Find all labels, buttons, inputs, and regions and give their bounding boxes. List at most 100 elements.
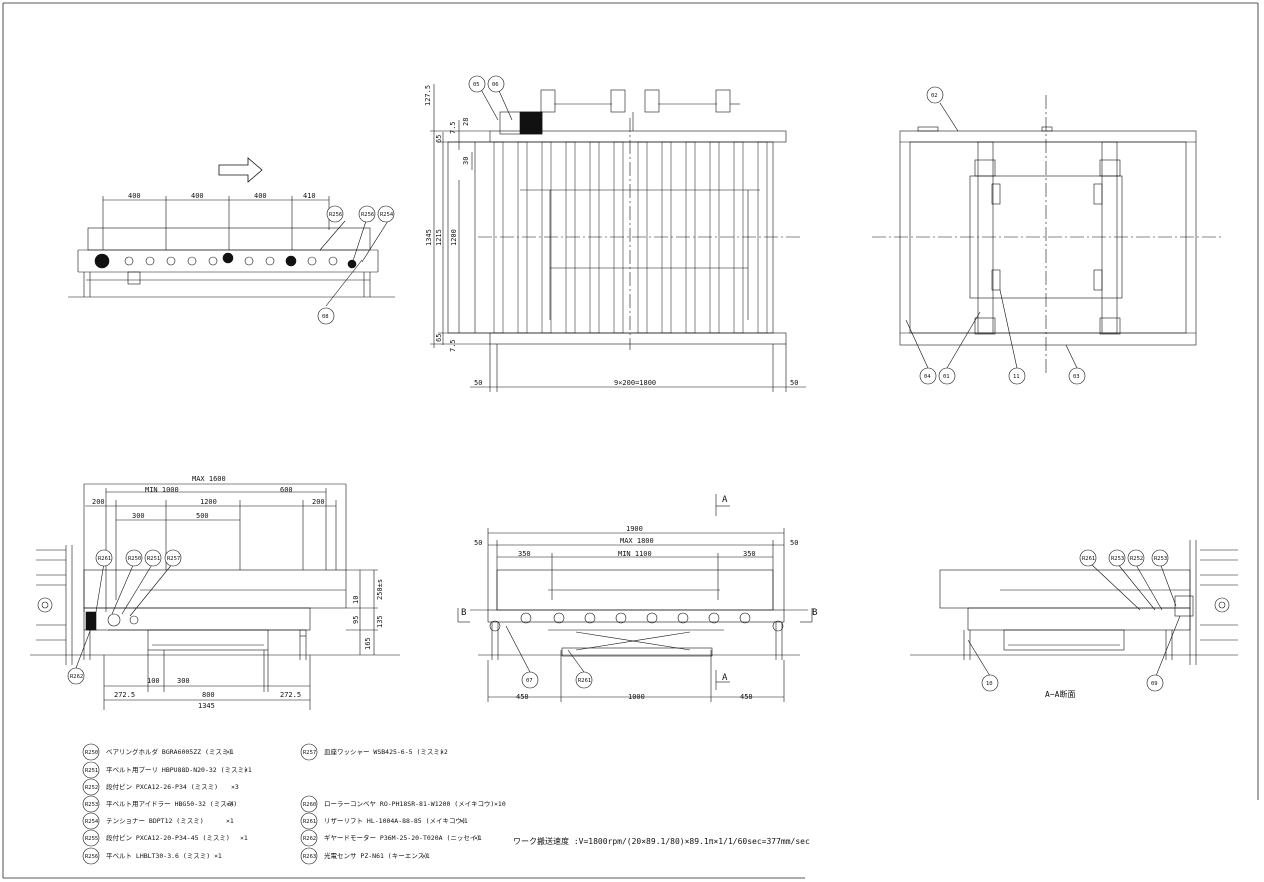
dim-10: 10 — [352, 596, 360, 604]
part-no: R250 — [85, 750, 98, 756]
balloon-bc-1: 07 — [526, 678, 533, 684]
balloon-br-1: R261 — [1082, 556, 1095, 562]
part-qty: ×2 — [440, 748, 448, 756]
dims-left-top-center: 127.5 65 7.5 28 30 1345 1215 1200 65 7.5 — [424, 85, 470, 352]
balloon-bl-4: R257 — [167, 556, 180, 562]
balloon-tl-2: R256 — [361, 212, 374, 218]
dim-top-left-4: 410 — [303, 192, 316, 200]
dim-800: 800 — [202, 691, 215, 699]
dims-bottom-center: 1900 50 MAX 1800 50 350 MIN 1100 350 450… — [474, 525, 798, 701]
part-description: 段付ピン PXCA12-26-P34 (ミスミ) — [106, 782, 218, 791]
dim-165: 165 — [364, 637, 372, 650]
dim-9x200: 9×200=1800 — [614, 379, 656, 387]
dim-7-5-top: 7.5 — [449, 121, 457, 134]
balloon-bc-2: R261 — [578, 678, 591, 684]
part-qty: ×1 — [460, 817, 468, 825]
dim-135: 135 — [376, 615, 384, 628]
dim-top-left-2: 400 — [191, 192, 204, 200]
dim-450-r: 450 — [740, 693, 753, 701]
balloon-bl-3: R251 — [147, 556, 160, 562]
dims-bottom-left: MAX 1600 MIN 1000 200 1200 600 200 300 5… — [92, 475, 384, 710]
dim-350-r: 350 — [743, 550, 756, 558]
balloon-bl-1: R261 — [98, 556, 111, 562]
dim-272-5-left: 272.5 — [114, 691, 135, 699]
part-qty: ×4 — [226, 800, 234, 808]
balloon-bl-2: R250 — [128, 556, 141, 562]
part-description: ベアリングホルダ BGRA6005ZZ (ミスミ) — [106, 747, 232, 756]
section-mark-b-right: B — [812, 608, 817, 618]
part-no: R260 — [303, 802, 316, 808]
dim-1200: 1200 — [450, 229, 458, 246]
part-qty: ×1 — [244, 766, 252, 774]
balloon-tr-4: 11 — [1013, 374, 1020, 380]
balloon-bl-5: R262 — [70, 674, 83, 680]
balloon-tl-4: 08 — [322, 314, 329, 320]
section-view-bottom-right — [910, 540, 1238, 677]
balloon-tr-1: 02 — [931, 93, 938, 99]
part-qty: ×1 — [214, 852, 222, 860]
part-description: リザーリフト HL-1004A-88-85 (メイキコウ) — [324, 817, 466, 825]
part-no: R263 — [303, 854, 316, 860]
part-qty: ×1 — [240, 834, 248, 842]
part-no: R256 — [85, 854, 98, 860]
dim-1900: 1900 — [626, 525, 643, 533]
dim-300: 300 — [132, 512, 145, 520]
section-mark-b-left: B — [461, 608, 466, 618]
part-description: テンショナー BDPT12 (ミスミ) — [106, 817, 204, 825]
dim-max-1800: MAX 1800 — [620, 537, 654, 545]
part-no: R253 — [85, 802, 98, 808]
dim-1000: 1000 — [628, 693, 645, 701]
dim-200-left: 200 — [92, 498, 105, 506]
speed-note: ワーク搬送速度 :V=1800rpm/(20×89.1/80)×89.1π×1/… — [513, 836, 810, 846]
part-qty: ×1 — [226, 817, 234, 825]
balloon-br-2: R253 — [1111, 556, 1124, 562]
part-no: R261 — [303, 819, 316, 825]
balloon-br-4: R253 — [1154, 556, 1167, 562]
dim-1200: 1200 — [200, 498, 217, 506]
dim-100: 100 — [147, 677, 160, 685]
front-view-bottom-center — [457, 494, 813, 702]
part-description: 平ベルト用アイドラー HBG50-32 (ミスミ) — [106, 800, 237, 808]
section-mark-a-top: A — [722, 495, 728, 505]
balloon-tc-2: 06 — [492, 82, 499, 88]
part-description: 光電センサ PZ-N61 (キーエンス) — [324, 851, 428, 860]
part-qty: ×10 — [494, 800, 506, 808]
part-qty: ×3 — [231, 783, 239, 791]
part-no: R252 — [85, 785, 98, 791]
part-description: ローラーコンベヤ RO-PH18SR-81-W1200 (メイキコウ) — [324, 800, 494, 808]
part-qty: ×1 — [422, 852, 430, 860]
dim-min-1000: MIN 1000 — [145, 486, 179, 494]
dim-127-5: 127.5 — [424, 85, 432, 106]
section-mark-a-bottom: A — [722, 673, 728, 683]
balloon-tl-1: R256 — [329, 212, 342, 218]
dim-50-right: 50 — [790, 379, 798, 387]
balloon-tr-3: 01 — [943, 374, 950, 380]
dim-65-bottom: 65 — [435, 334, 443, 342]
part-description: 段付ピン PXCA12-20-P34-45 (ミスミ) — [106, 833, 230, 842]
balloons-top-center — [468, 75, 505, 93]
dim-250: 250±s — [376, 579, 384, 600]
part-description: ギヤードモーター P36M-25-20-T020A (ニッセイ) — [324, 833, 480, 842]
dim-30: 30 — [462, 157, 470, 165]
balloons-top-left — [317, 205, 395, 325]
part-no: R255 — [85, 836, 98, 842]
dim-65-top: 65 — [435, 135, 443, 143]
balloon-tr-2: 04 — [924, 374, 931, 380]
parts-list-right: R257 R260 R261 R262 R263 皿座ワッシャー WSB425-… — [300, 743, 506, 865]
dim-200-right: 200 — [312, 498, 325, 506]
part-no: R257 — [303, 750, 316, 756]
balloons-top-right — [919, 86, 1086, 385]
dim-500: 500 — [196, 512, 209, 520]
balloon-tr-5: 03 — [1073, 374, 1080, 380]
balloons-bottom-left — [67, 549, 182, 685]
balloon-br-3: R252 — [1130, 556, 1143, 562]
plan-view-top-right — [872, 95, 1222, 375]
part-description: 平ベルト用プーリ HBPU88D-N20-32 (ミスミ) — [106, 766, 248, 774]
part-no: R254 — [85, 819, 99, 825]
balloon-br-6: 09 — [1151, 681, 1158, 687]
plan-view-top-center — [430, 83, 806, 392]
section-caption: A−A断面 — [1045, 689, 1075, 699]
dim-top-left-3: 400 — [254, 192, 267, 200]
